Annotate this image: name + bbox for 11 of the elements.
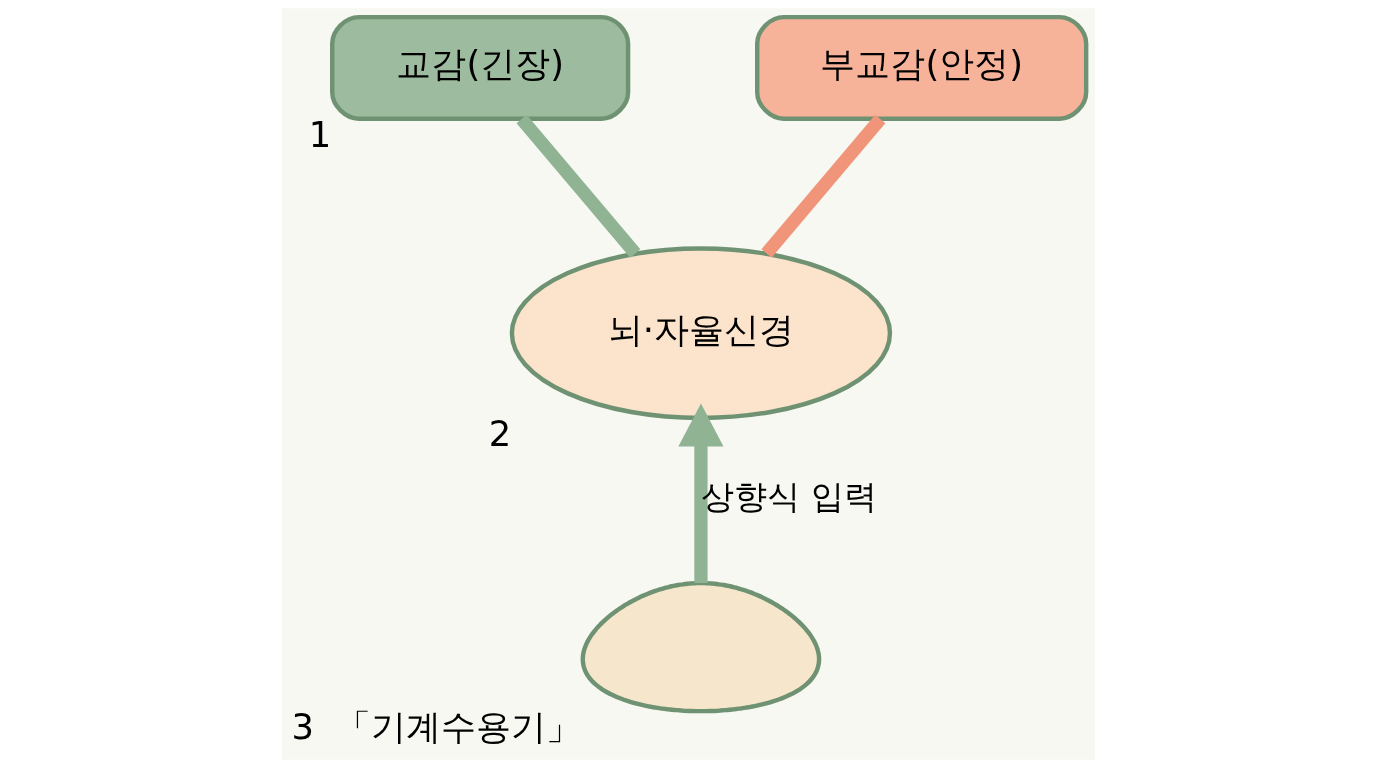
- edge-label: 상향식 입력: [700, 477, 877, 517]
- node-box: 부교감(안정): [754, 14, 1088, 121]
- node-box: 교감(긴장): [329, 14, 630, 121]
- node-label: 3 「기계수용기」: [291, 706, 581, 748]
- node-label: 2: [488, 412, 511, 454]
- arrow: [677, 403, 723, 584]
- connector: [761, 114, 885, 258]
- connector: [516, 114, 640, 258]
- node-label: 1: [308, 113, 331, 155]
- node-ellipse: 뇌·자율신경: [509, 246, 892, 421]
- node-foot: [580, 580, 821, 714]
